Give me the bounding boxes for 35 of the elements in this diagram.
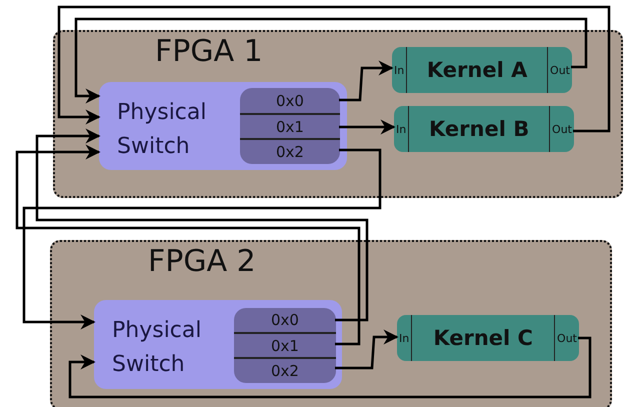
port-row: 0x1	[240, 115, 340, 140]
output-label: Out	[556, 330, 578, 346]
switch-box	[99, 82, 347, 170]
switch-label: Physical Switch	[117, 99, 208, 161]
connector-arrow	[339, 120, 396, 134]
port-row: 0x1	[234, 334, 336, 359]
connector-arrow	[74, 18, 588, 104]
kernel-box	[392, 47, 572, 93]
input-label: In	[393, 62, 406, 78]
switch-label: Physical Switch	[112, 317, 202, 379]
input-label: In	[395, 122, 408, 138]
output-label: Out	[549, 62, 571, 78]
connector-arrow	[68, 336, 592, 398]
port-row: 0x0	[234, 308, 336, 334]
port-row: 0x2	[234, 359, 336, 383]
kernel-box	[394, 106, 574, 152]
output-label: Out	[551, 122, 573, 138]
connector-arrow	[16, 144, 360, 346]
kernel-label: Kernel C	[411, 315, 556, 361]
kernel-label: Kernel A	[406, 47, 548, 93]
port-row: 0x2	[240, 140, 340, 164]
fpga-title: FPGA 1	[155, 34, 263, 69]
connector-arrow	[339, 60, 394, 102]
port-row: 0x0	[240, 88, 340, 115]
fpga-container	[53, 30, 623, 198]
kernel-label: Kernel B	[408, 106, 550, 152]
connector-arrow	[58, 6, 610, 132]
fpga-title: FPGA 2	[148, 244, 256, 279]
fpga-container	[50, 240, 612, 407]
input-label: In	[398, 330, 410, 346]
connector-arrow	[335, 330, 398, 370]
switch-box	[94, 300, 342, 389]
kernel-box	[397, 315, 579, 361]
connector-arrow	[36, 128, 368, 322]
connector-arrow	[22, 148, 382, 330]
